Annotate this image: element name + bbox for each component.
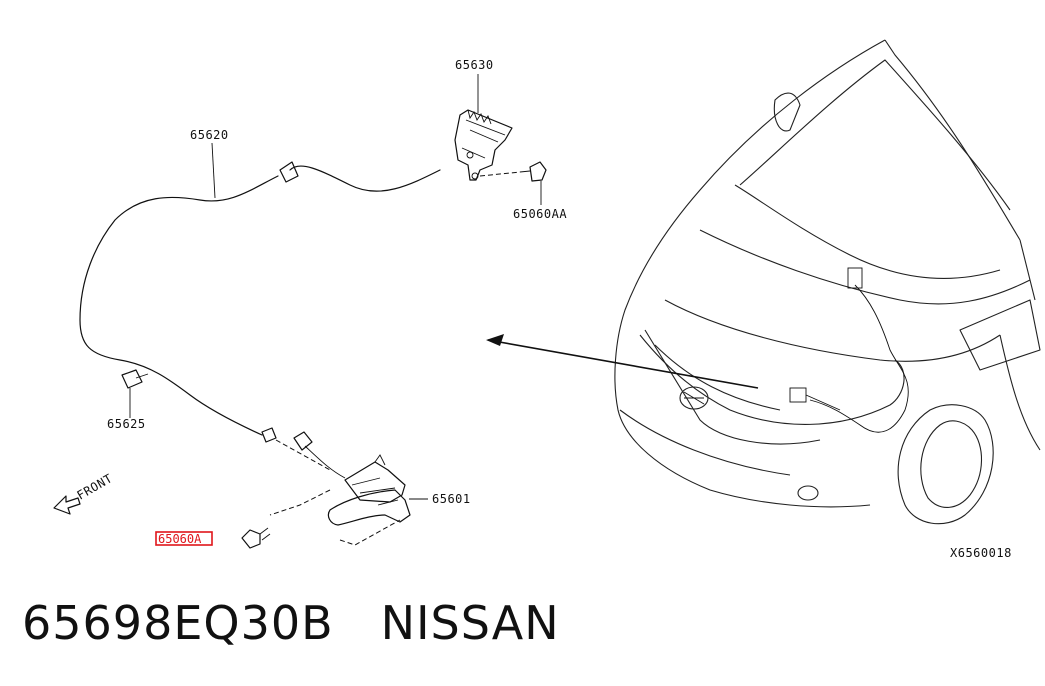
part-65060AA-bolt — [479, 161, 547, 182]
label-65625: 65625 — [107, 417, 146, 431]
label-65060A[interactable]: 65060A — [158, 532, 202, 546]
part-65625-cable-clip — [121, 369, 149, 389]
part-65060A-bolt — [241, 527, 271, 549]
part-65630-hood-lock-control — [454, 109, 513, 181]
label-65601: 65601 — [432, 492, 471, 506]
label-65620: 65620 — [190, 128, 229, 142]
front-indicator: FRONT — [53, 471, 115, 515]
reference-arrow — [486, 334, 759, 389]
caption: 65698EQ30B NISSAN — [22, 596, 560, 650]
diagram-code: X6560018 — [950, 546, 1012, 560]
label-65630: 65630 — [455, 58, 494, 72]
highlight-box — [155, 531, 213, 546]
leader-65620 — [211, 142, 216, 199]
front-label: FRONT — [75, 471, 115, 502]
brand: NISSAN — [380, 596, 560, 650]
part-65601-hood-lock — [269, 454, 411, 546]
part-number: 65698EQ30B — [22, 596, 334, 650]
label-65060AA: 65060AA — [513, 207, 567, 221]
car-front-illustration — [614, 39, 1041, 525]
part-65620-hood-lock-cable — [79, 161, 441, 471]
cable-grommet — [293, 431, 346, 479]
